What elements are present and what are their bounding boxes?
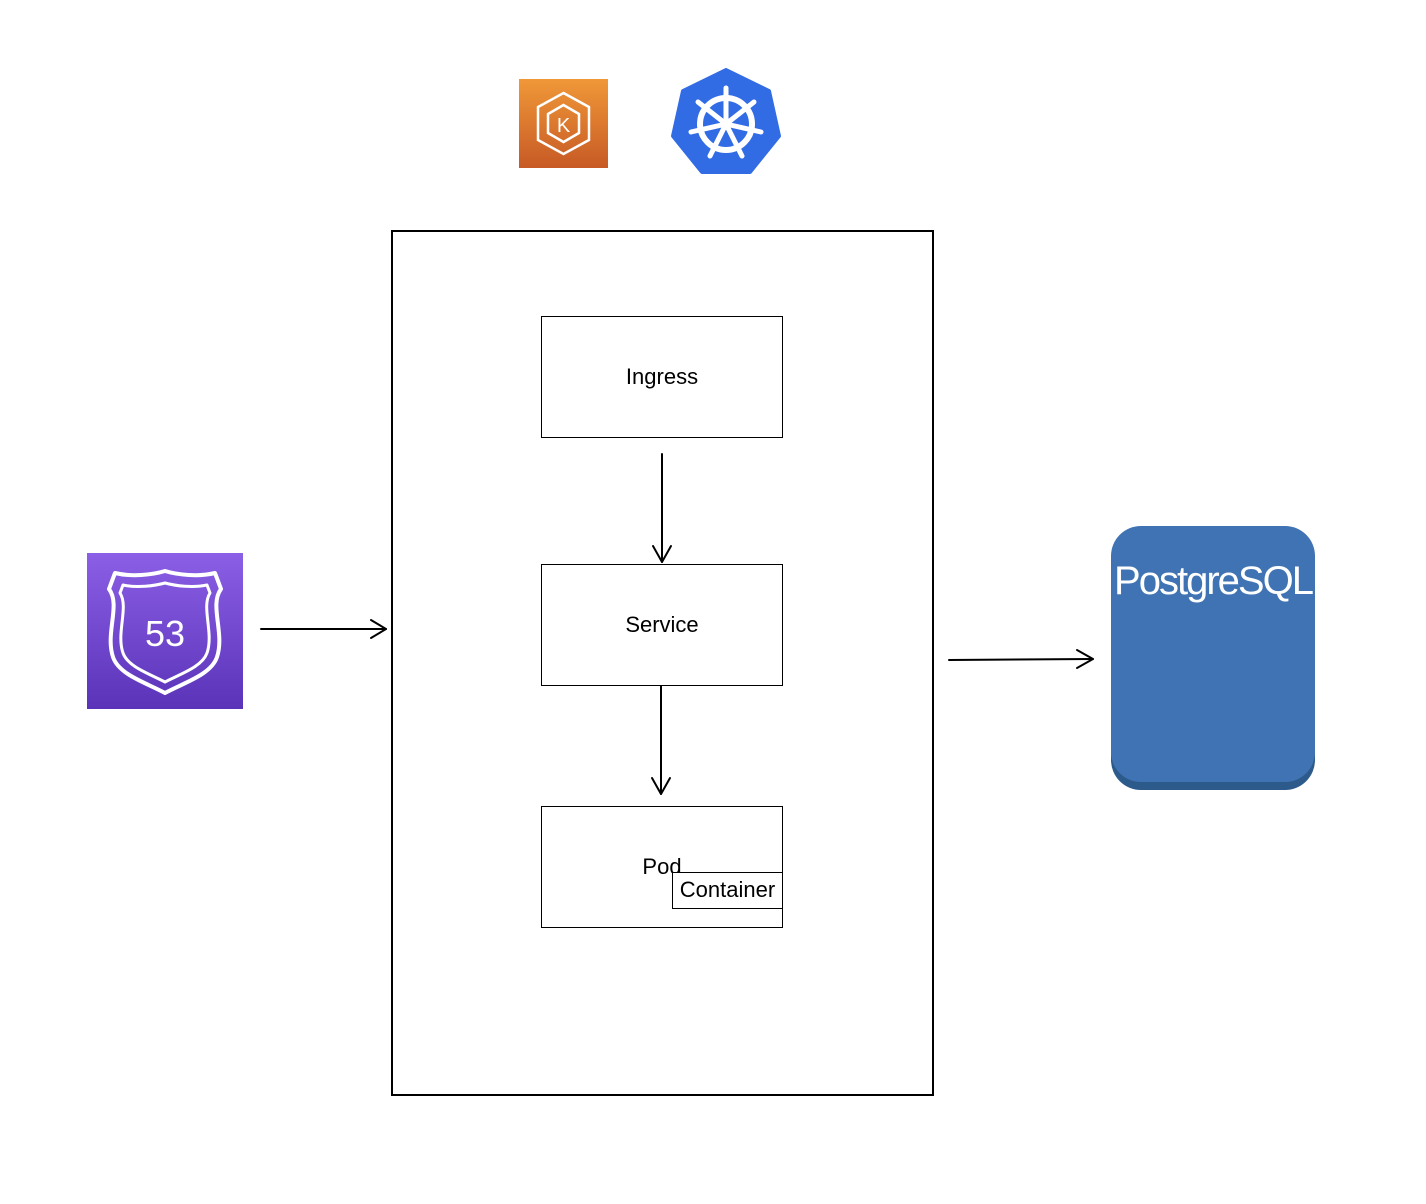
service-node[interactable]: Service [541,564,783,686]
container-label: Container [679,877,776,902]
route53-shield-icon: 53 [87,553,243,709]
eks-icon: K [519,79,608,168]
edge-route53-to-cluster [260,619,387,639]
ingress-node[interactable]: Ingress [541,316,783,438]
service-label: Service [625,612,699,637]
kubernetes-helm-icon [670,68,782,176]
route53-icon-number: 53 [145,613,185,654]
ingress-label: Ingress [625,364,699,389]
kubernetes-logo-graphic [671,68,781,174]
eks-icon-letter: K [557,115,571,137]
eks-icon-graphic: K [536,91,591,156]
postgres-label: PostgreSQL [1114,559,1314,603]
edge-cluster-to-postgres [948,649,1094,669]
container-node[interactable]: Container [672,872,783,909]
database-icon[interactable] [1111,526,1315,782]
route53-icon-graphic: 53 [107,569,223,695]
